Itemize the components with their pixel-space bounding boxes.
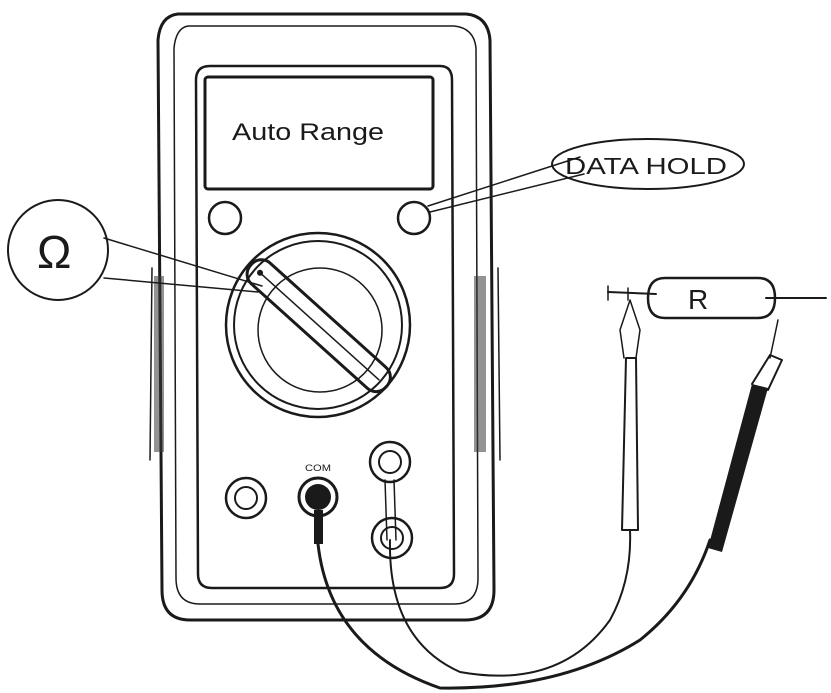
front-panel: [194, 64, 456, 590]
ohm-symbol-label: Ω: [37, 226, 71, 278]
lcd-display: Auto Range: [203, 75, 435, 191]
com-jack-label: COM: [305, 463, 331, 473]
dial-knob-pointer: [245, 258, 392, 394]
resistor-label: R: [688, 284, 708, 315]
data-hold-button: [396, 200, 432, 236]
right-grip: [474, 276, 486, 452]
meter-housing: [149, 12, 501, 622]
white-test-lead: [384, 287, 641, 677]
left-button: [207, 200, 243, 236]
left-grip: [154, 276, 164, 452]
data-hold-callout: DATA HOLD: [427, 138, 745, 213]
display-text: Auto Range: [232, 119, 384, 146]
resistor: R: [607, 276, 827, 320]
black-test-lead: [314, 319, 783, 690]
v-ohm-jack-top: [368, 440, 412, 484]
ohm-callout: Ω: [7, 199, 263, 301]
data-hold-label: DATA HOLD: [565, 153, 727, 179]
rotary-dial: [224, 231, 412, 419]
left-jack: [224, 476, 268, 520]
com-jack: COM: [297, 463, 339, 518]
v-ohm-jack-bottom: [370, 516, 414, 560]
